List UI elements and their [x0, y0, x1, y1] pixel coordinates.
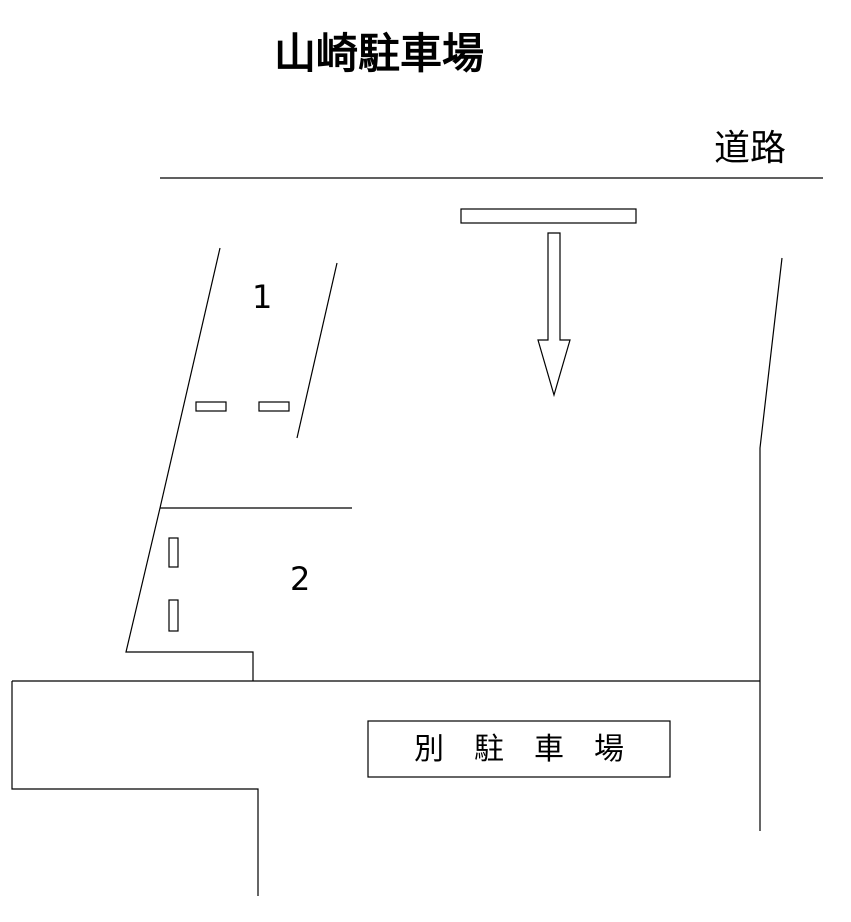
- down-arrow-icon: [537, 232, 571, 398]
- annex-parking-box: [367, 720, 671, 778]
- wheel-stop-icon: [168, 599, 179, 632]
- annex-left-boundary: [11, 681, 259, 896]
- entrance-bar: [460, 208, 637, 224]
- annex-parking-label: 別 駐 車 場: [414, 732, 624, 767]
- wheel-stop-icon: [258, 401, 290, 412]
- wheel-stop-icon: [168, 537, 179, 568]
- map-title: 山崎駐車場: [274, 29, 484, 78]
- wheel-stop-icon: [195, 401, 227, 412]
- space-1-left-line: [159, 247, 221, 509]
- space-2-boundary: [125, 507, 254, 681]
- road-label: 道路: [714, 128, 786, 169]
- space-1-number: 1: [252, 278, 272, 316]
- space-2-number: 2: [290, 560, 310, 598]
- space-1-right-line: [296, 262, 338, 439]
- right-boundary-line: [759, 257, 783, 831]
